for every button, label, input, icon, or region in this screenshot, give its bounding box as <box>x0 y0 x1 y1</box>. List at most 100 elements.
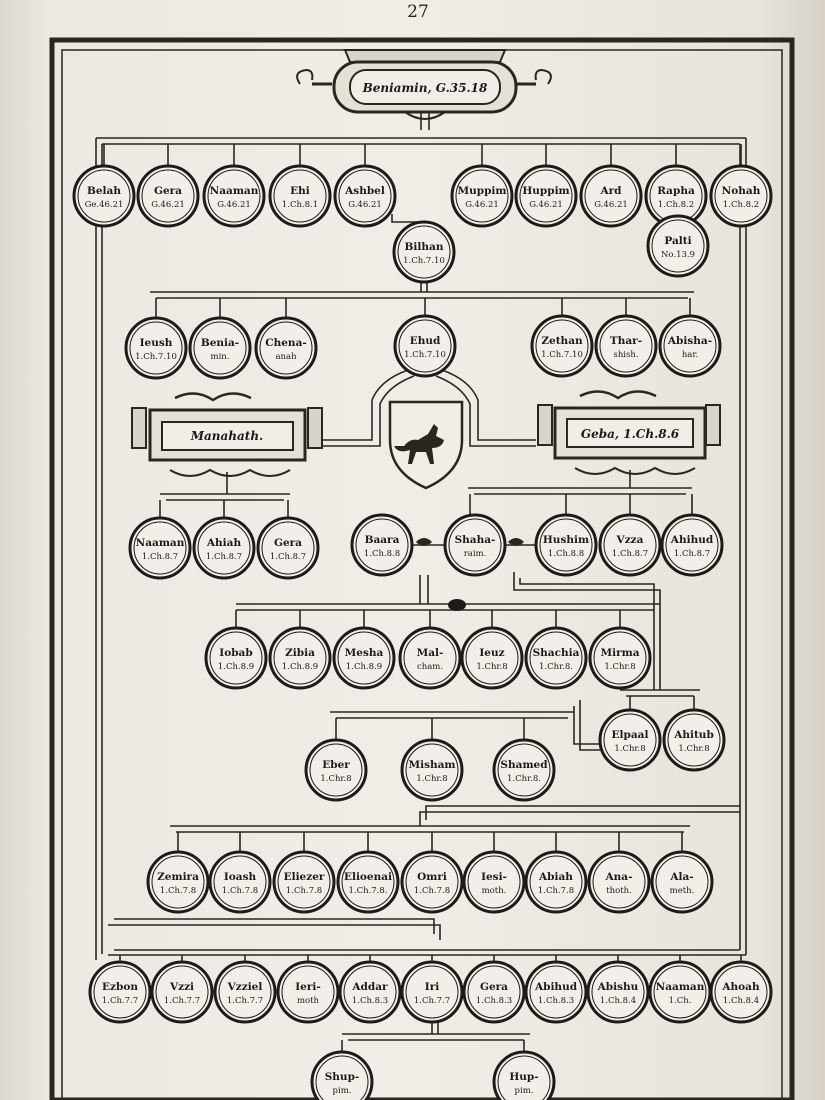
node-name: Addar <box>351 981 388 993</box>
node-reference: 1.Ch.8.3 <box>476 996 512 1006</box>
node-name: Zethan <box>541 335 583 347</box>
node-inner-ring <box>209 631 263 685</box>
node-reference: 1.Ch.8.9 <box>218 662 254 672</box>
node-name: Misham <box>408 759 455 771</box>
node-name: Vzziel <box>227 981 263 993</box>
node-inner-ring <box>213 855 267 909</box>
node-reference: 1.Ch.8.8 <box>548 549 584 559</box>
node-reference: moth. <box>482 886 507 896</box>
node-circle <box>188 316 252 380</box>
node-name: Abiah <box>538 871 573 883</box>
node-inner-ring <box>277 855 331 909</box>
node-reference: 1.Chr.8 <box>614 744 645 754</box>
node-circle <box>492 738 556 802</box>
node-name: Huppim <box>522 185 569 197</box>
node-circle <box>662 708 726 772</box>
node-circle <box>150 960 214 1024</box>
node-inner-ring <box>497 743 551 797</box>
node-name: Ashbel <box>344 185 385 197</box>
node-reference: G.46.21 <box>348 200 382 210</box>
node-circle <box>598 513 662 577</box>
node-name: Thar- <box>610 335 642 347</box>
node-name: Gera <box>480 981 508 993</box>
node-name: Ahoah <box>721 981 760 993</box>
node-inner-ring <box>405 743 459 797</box>
node-circle <box>534 513 598 577</box>
person-node: Mal-cham. <box>398 626 462 690</box>
person-node: Misham 1.Chr.8 <box>400 738 464 802</box>
node-reference: meth. <box>670 886 695 896</box>
arch-left <box>322 375 415 447</box>
person-node: Ana-thoth. <box>587 850 651 914</box>
elpaal-branch <box>573 706 600 745</box>
node-name: Mirma <box>600 647 639 659</box>
node-circle <box>588 626 652 690</box>
node-inner-ring <box>603 518 657 572</box>
node-inner-ring <box>448 518 502 572</box>
person-node: Gera 1.Ch.8.3 <box>462 960 526 1024</box>
node-name: Eliezer <box>284 871 325 883</box>
node-name: Gera <box>154 185 182 197</box>
node-inner-ring <box>155 965 209 1019</box>
node-reference: 1.Ch.7.7 <box>414 996 450 1006</box>
node-reference: raim. <box>464 549 487 559</box>
junction-dot <box>448 599 466 611</box>
node-circle <box>650 850 714 914</box>
node-reference: 1.Chr.8. <box>539 662 573 672</box>
arch-left <box>322 369 409 441</box>
node-reference: thoth. <box>606 886 632 896</box>
node-circle <box>443 513 507 577</box>
node-inner-ring <box>193 321 247 375</box>
node-name: Abisha- <box>667 335 712 347</box>
node-circle <box>333 164 397 228</box>
person-node: Abisha-har. <box>658 314 722 378</box>
node-name: Naaman <box>210 185 259 197</box>
node-circle <box>268 626 332 690</box>
person-node: Ieri-moth <box>276 960 340 1024</box>
node-reference: 1.Ch.7.8 <box>286 886 322 896</box>
node-circle <box>587 850 651 914</box>
node-name: Mal- <box>417 647 444 659</box>
node-reference: 1.Ch.8.2 <box>723 200 759 210</box>
node-circle <box>128 516 192 580</box>
node-circle <box>254 316 318 380</box>
node-reference: anah <box>275 352 297 362</box>
node-reference: G.46.21 <box>217 200 251 210</box>
right-branch <box>519 578 655 690</box>
node-inner-ring <box>337 631 391 685</box>
node-inner-ring <box>309 743 363 797</box>
node-inner-ring <box>714 965 768 1019</box>
manahath-plaque-text: Manahath. <box>190 429 264 443</box>
node-reference: 1.Chr.8 <box>416 774 447 784</box>
node-reference: G.46.21 <box>151 200 185 210</box>
person-node: Chena-anah <box>254 316 318 380</box>
row7-lower <box>108 924 441 940</box>
node-circle <box>72 164 136 228</box>
node-inner-ring <box>465 631 519 685</box>
node-reference: 1.Ch.7.8. <box>348 886 387 896</box>
node-inner-ring <box>281 965 335 1019</box>
node-circle <box>594 314 658 378</box>
geba-plaque-text: Geba, 1.Ch.8.6 <box>581 427 680 441</box>
node-name: Omri <box>417 871 447 883</box>
node-circle <box>709 960 773 1024</box>
node-inner-ring <box>663 319 717 373</box>
node-circle <box>204 626 268 690</box>
node-circle <box>350 513 414 577</box>
node-inner-ring <box>261 521 315 575</box>
node-circle <box>400 960 464 1024</box>
node-circle <box>124 316 188 380</box>
node-inner-ring <box>398 319 452 373</box>
person-node: Hup-pim. <box>492 1050 556 1100</box>
